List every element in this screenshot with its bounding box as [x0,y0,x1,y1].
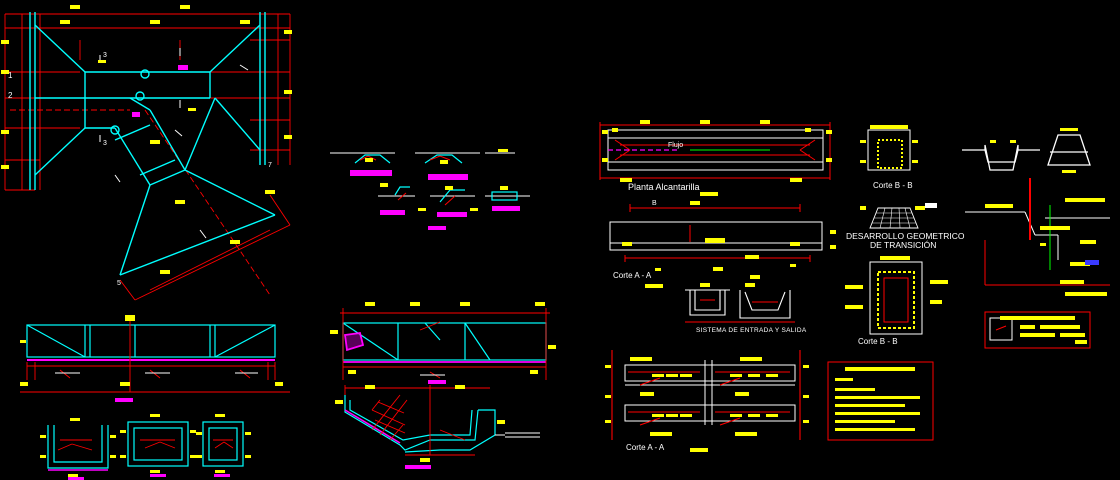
section-a-a-lower [605,350,809,452]
section-b-b-upper [860,125,918,171]
transition-title-2: DE TRANSICIÓN [870,240,937,250]
culvert-plan-view [599,120,832,196]
section-b-b-lower-label: Corte B - B [858,337,898,346]
section-b-b-lower [845,256,948,335]
marker-3-mid: 3 [103,140,107,147]
marker-5: 5 [117,280,121,287]
section-a-a-lower-label: Corte A - A [626,443,665,452]
section-a-a-mid-label: Corte A - A [613,271,652,280]
marker-3-top: 3 [103,52,107,59]
inlet-outlet-label: SISTEMA DE ENTRADA Y SALIDA [696,327,807,334]
plan-title: Planta Alcantarilla [628,182,700,192]
transition-plan-view [1,5,292,301]
notes-table [827,361,934,441]
marker-1: 1 [8,71,13,80]
marker-7: 7 [268,162,272,169]
elevation-center [330,302,556,384]
cross-sections-left [40,414,251,480]
dim-b-label: B [652,200,657,207]
section-a-a-upper [609,201,836,288]
inlet-outlet-system [685,267,795,323]
longitudinal-elevation-left [20,315,290,402]
flow-label: Flujo [668,142,684,149]
channel-profiles [962,128,1110,349]
transition-section-center [335,385,540,469]
marker-2: 2 [8,91,13,100]
transition-title-1: DESARROLLO GEOMETRICO [846,231,965,241]
section-b-b-upper-label: Corte B - B [873,181,913,190]
transition-mesh [860,203,937,229]
small-details-center [330,149,530,230]
